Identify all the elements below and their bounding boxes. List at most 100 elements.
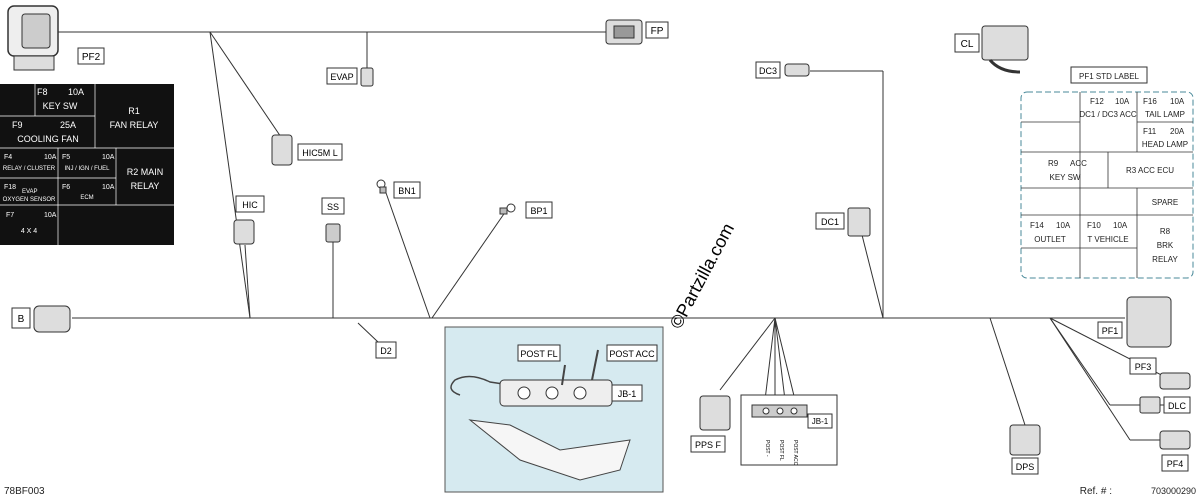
b-label-box bbox=[11, 307, 31, 329]
f14-amp: 10A bbox=[1056, 221, 1071, 230]
hic-label: HIC bbox=[242, 200, 258, 210]
f6-desc: ECM bbox=[80, 195, 93, 201]
jb1-small-label-box bbox=[807, 413, 833, 429]
jb1-detail-label: JB-1 bbox=[618, 389, 637, 399]
f11-amp: 20A bbox=[1170, 127, 1185, 136]
post-acc-label-box bbox=[606, 344, 658, 362]
d2-label: D2 bbox=[380, 346, 392, 356]
cl-connector-picture bbox=[981, 25, 1029, 74]
ref-label: Ref. # : bbox=[1080, 486, 1112, 497]
pf1-label: PF1 bbox=[1102, 326, 1119, 336]
pf4-connector-picture bbox=[1159, 430, 1191, 450]
pf2-label-box bbox=[77, 47, 105, 65]
dps-label: DPS bbox=[1016, 462, 1035, 472]
d2-label-box bbox=[375, 341, 397, 359]
evap-label: EVAP bbox=[330, 72, 353, 82]
hic5m-connector-picture bbox=[271, 134, 293, 166]
dc1-connector-picture bbox=[847, 207, 871, 237]
spare-label: SPARE bbox=[1152, 198, 1179, 207]
f11-label: F11 bbox=[1143, 127, 1157, 136]
r3-label: R3 ACC ECU bbox=[1126, 166, 1174, 175]
f14-label: F14 bbox=[1030, 221, 1044, 230]
f10-label: F10 bbox=[1087, 221, 1101, 230]
f16-amp: 10A bbox=[1170, 97, 1185, 106]
dc3-label-box bbox=[755, 61, 781, 79]
pf1-label-table: PF1 STD LABEL F12 10A DC1 / DC3 ACC F16 … bbox=[1020, 66, 1194, 279]
f8-label: F8 bbox=[37, 87, 48, 97]
r8-label: R8 bbox=[1160, 227, 1171, 236]
jb1-post-fl: POST FL bbox=[778, 440, 784, 461]
dlc-connector-picture bbox=[1139, 396, 1161, 414]
f8-desc: KEY SW bbox=[43, 101, 78, 111]
f7-desc: 4 X 4 bbox=[21, 228, 37, 235]
f5-label: F5 bbox=[62, 154, 70, 161]
cl-label: CL bbox=[961, 39, 974, 50]
jb1-post-acc: POST ACC bbox=[792, 440, 798, 466]
f18-label: F18 bbox=[4, 184, 16, 191]
dlc-label-box bbox=[1163, 396, 1191, 414]
f10-desc: T VEHICLE bbox=[1087, 235, 1128, 244]
r8-desc1: BRK bbox=[1157, 241, 1174, 250]
post-fl-label-box bbox=[517, 344, 561, 362]
dc3-connector-picture bbox=[784, 63, 810, 77]
pf2-label: PF2 bbox=[82, 52, 101, 63]
jb1-detail-label-box bbox=[611, 384, 643, 402]
pf3-connector-picture bbox=[1159, 372, 1191, 390]
ss-connector-picture bbox=[325, 223, 341, 243]
r9-amp: ACC bbox=[1070, 159, 1087, 168]
pps-f-label: PPS F bbox=[695, 440, 722, 450]
pps-f-label-box bbox=[690, 435, 726, 453]
post-fl-label: POST FL bbox=[520, 349, 557, 359]
post-acc-label: POST ACC bbox=[609, 349, 655, 359]
f4-label: F4 bbox=[4, 154, 12, 161]
f9-desc: COOLING FAN bbox=[17, 134, 79, 144]
pf2-connector-picture bbox=[7, 5, 59, 71]
f14-desc: OUTLET bbox=[1034, 235, 1066, 244]
dlc-label: DLC bbox=[1168, 401, 1187, 411]
f5-desc: INJ / IGN / FUEL bbox=[64, 166, 110, 172]
f12-label: F12 bbox=[1090, 97, 1104, 106]
bn1-label-box bbox=[393, 181, 421, 199]
bp1-label: BP1 bbox=[530, 206, 547, 216]
dc1-label: DC1 bbox=[821, 217, 839, 227]
pps-f-connector-picture bbox=[699, 395, 731, 431]
f10-amp: 10A bbox=[1113, 221, 1128, 230]
watermark: ©Partzilla.com bbox=[666, 220, 738, 332]
ss-label: SS bbox=[327, 202, 339, 212]
jb1-small-label: JB-1 bbox=[812, 417, 829, 426]
f9-label: F9 bbox=[12, 120, 23, 130]
f7-amp: 10A bbox=[44, 212, 57, 219]
wires bbox=[58, 31, 1176, 441]
dps-label-box bbox=[1011, 457, 1039, 475]
r9-desc: KEY SW bbox=[1050, 173, 1081, 182]
f12-amp: 10A bbox=[1115, 97, 1130, 106]
fp-connector-picture bbox=[605, 19, 643, 45]
r1-desc: FAN RELAY bbox=[110, 120, 159, 130]
evap-label-box bbox=[326, 67, 358, 85]
cl-label-box bbox=[954, 33, 980, 53]
f4-amp: 10A bbox=[44, 154, 57, 161]
dps-connector-picture bbox=[1009, 424, 1041, 456]
f16-desc: TAIL LAMP bbox=[1145, 110, 1185, 119]
f4-desc: RELAY / CLUSTER bbox=[3, 166, 56, 172]
evap-connector-picture bbox=[360, 67, 374, 87]
r2-desc: RELAY bbox=[131, 181, 160, 191]
bp1-label-box bbox=[525, 201, 553, 219]
r8-desc2: RELAY bbox=[1152, 255, 1178, 264]
pf4-label-box bbox=[1161, 454, 1189, 472]
bn1-ring-terminal bbox=[376, 179, 387, 194]
jb1-post-minus: POST - bbox=[764, 440, 770, 457]
pf3-label: PF3 bbox=[1135, 362, 1152, 372]
jb1-small-box bbox=[740, 394, 838, 466]
f6-label: F6 bbox=[62, 184, 70, 191]
bp1-ring-terminal bbox=[499, 203, 516, 215]
r2-label: R2 MAIN bbox=[127, 167, 164, 177]
dc3-label: DC3 bbox=[759, 66, 777, 76]
b-label: B bbox=[18, 314, 25, 325]
r1-label: R1 bbox=[128, 106, 140, 116]
f8-amp: 10A bbox=[68, 87, 84, 97]
dc1-label-box bbox=[815, 212, 845, 230]
ref-value: 703000290 bbox=[1151, 486, 1196, 496]
fp-label: FP bbox=[651, 26, 664, 37]
